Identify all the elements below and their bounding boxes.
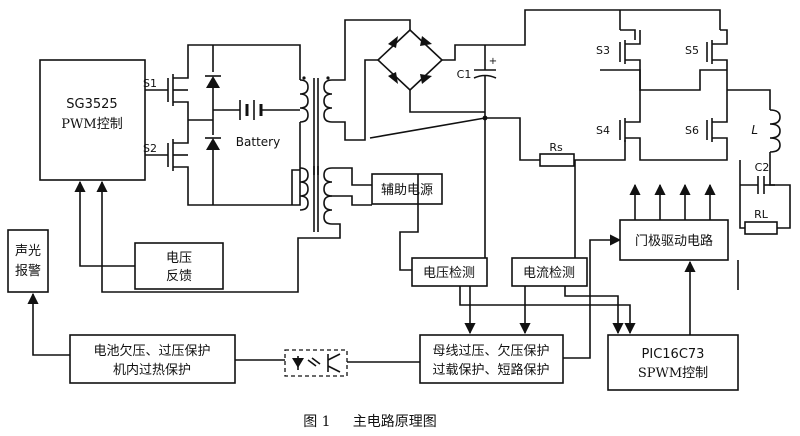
inductor-l: [769, 109, 781, 153]
optocoupler-box: [284, 349, 348, 377]
sg3525-box: [39, 59, 146, 181]
alarm-wire: [27, 292, 70, 356]
c1-plus-label: +: [489, 56, 497, 67]
bus-protect-label-2: 过载保护、短路保护: [432, 362, 549, 378]
mosfet-s5: [706, 29, 728, 75]
sg3525-label: SG3525: [66, 97, 117, 112]
battery-symbol: [213, 100, 300, 120]
bus-protect-to-gate: [563, 234, 622, 359]
c2-label: C2: [755, 161, 770, 174]
rl-left-wire: [739, 185, 745, 229]
rs-label: Rs: [549, 141, 563, 154]
aux-power-box: [371, 173, 443, 205]
gate-driver-box: [619, 219, 729, 261]
rectifier-bridge: [376, 28, 444, 92]
bottom-rail: [187, 170, 301, 206]
rl-label: RL: [754, 208, 769, 221]
diode-d1: [205, 45, 221, 112]
gate-driver-label: 门极驱动电路: [635, 233, 713, 249]
alarm-box: [7, 229, 49, 293]
bus-protect-box: [419, 334, 564, 384]
aux-to-supply-wire: [332, 167, 372, 186]
current-detect-label: 电流检测: [523, 266, 575, 281]
mosfet-s1: [167, 60, 189, 118]
current-detect-box: [511, 257, 588, 287]
alarm-label-1: 声光: [15, 244, 41, 259]
s2-label: S2: [143, 142, 157, 155]
resistor-rs: [539, 153, 575, 167]
secondary-top-wire: [332, 19, 411, 81]
optocoupler-symbol: [292, 353, 341, 373]
top-rail: [187, 44, 301, 80]
battery-protect-label-1: 电池欠压、过压保护: [93, 343, 210, 359]
sg3525-sublabel: PWM控制: [61, 117, 122, 132]
cdetect-to-pic: [564, 286, 624, 335]
pic-label-1: PIC16C73: [642, 347, 705, 362]
dc-bus-bottom: [484, 112, 540, 161]
dc-bus-top: [485, 9, 721, 46]
main-transformer: [299, 76, 333, 175]
battery-label: Battery: [236, 135, 280, 149]
vdetect-side-wire: [399, 174, 419, 271]
pic-box: [607, 334, 739, 391]
rectifier-plus-wire: [442, 44, 485, 61]
voltage-detect-box: [411, 257, 488, 287]
rl-right-wire: [775, 184, 791, 229]
capacitor-c1: [473, 45, 497, 112]
voltage-feedback-label-2: 反馈: [166, 269, 192, 284]
aux-transformer: [291, 166, 333, 232]
voltage-feedback-box: [134, 242, 224, 290]
aux-to-supply-wire-2: [332, 195, 372, 206]
mosfet-s6: [706, 108, 728, 150]
s5-label: S5: [685, 44, 699, 57]
c1-label: C1: [457, 68, 472, 81]
ground-wire: [369, 117, 486, 139]
s3-label: S3: [596, 44, 610, 57]
voltage-feedback-wire: [74, 180, 135, 267]
diode-d2: [205, 112, 221, 205]
battery-protect-box: [69, 334, 236, 384]
bridge-out-node: [600, 69, 727, 91]
rectifier-minus-wire: [409, 90, 485, 113]
battery-protect-label-2: 机内过热保护: [113, 362, 191, 378]
inductor-bottom: [769, 152, 775, 186]
mosfet-s2: [167, 125, 189, 190]
alarm-label-2: 报警: [15, 263, 41, 279]
mosfet-s4: [619, 108, 641, 150]
s4-label: S4: [596, 124, 610, 137]
s6-label: S6: [685, 124, 699, 137]
s1-label: S1: [143, 77, 157, 90]
voltage-detect-label: 电压检测: [423, 266, 475, 281]
voltage-feedback-label-1: 电压: [166, 251, 192, 266]
l-label: L: [751, 123, 758, 137]
figure-caption: 图 1 主电路原理图: [303, 414, 437, 430]
output-right-wire: [727, 89, 771, 110]
aux-power-label: 辅助电源: [381, 183, 433, 198]
secondary-bot-wire: [332, 59, 378, 141]
pic-label-2: SPWM控制: [638, 366, 708, 381]
rs-right-wire: [574, 140, 626, 161]
bus-protect-label-1: 母线过压、欠压保护: [432, 343, 549, 359]
mosfet-s3: [619, 29, 641, 75]
bridge-bottom-rail: [639, 150, 728, 161]
vdetect-to-pic: [459, 286, 636, 335]
resistor-rl: [744, 221, 778, 235]
aux-feedback-wire: [96, 180, 341, 293]
